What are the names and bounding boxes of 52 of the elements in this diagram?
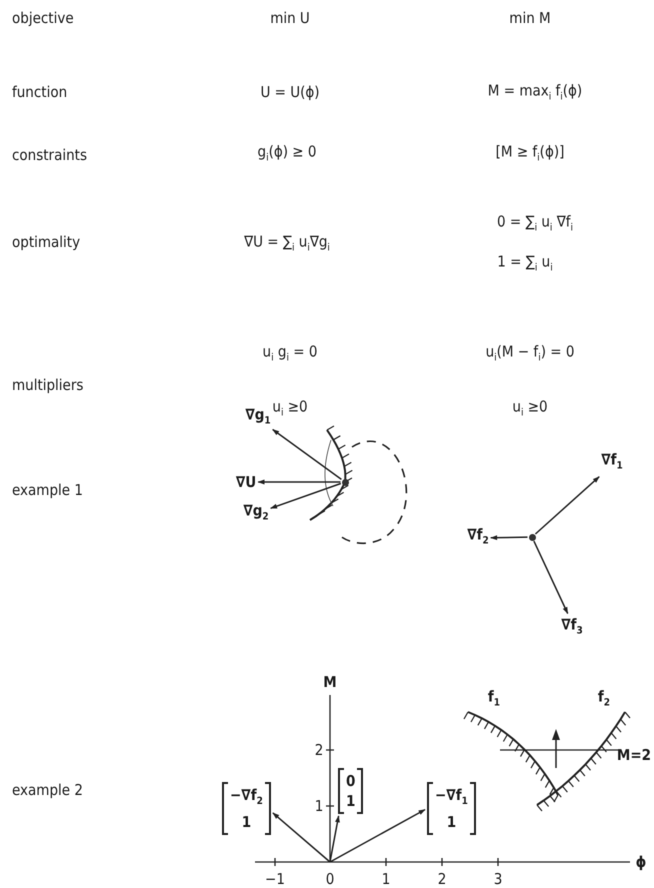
vector-label: ∇f$_{2}$ [467, 526, 489, 550]
row-heading: multipliers [12, 376, 84, 394]
formula: u$_{i}$ g$_{i}$ = 0 [262, 342, 318, 366]
formula: u$_{i}$(M − f$_{i}$) = 0 [486, 342, 574, 366]
tick-label: 1 [314, 797, 324, 815]
vector-matrix: −∇f$_{2}$ 1 [222, 782, 271, 835]
tick-label: 1 [382, 870, 390, 888]
curve-label: f$_{1}$ [488, 688, 500, 710]
vector-arrow [533, 540, 568, 614]
vector-matrix: −∇f$_{1}$ 1 [427, 782, 476, 835]
formula: u$_{i}$ ≥0 [272, 398, 308, 420]
row-heading: optimality [12, 233, 80, 251]
vector-label: ∇U [236, 473, 256, 491]
formula: ∇U = ∑$_{i}$ u$_{i}$∇g$_{i}$ [244, 232, 330, 256]
vector-label: ∇g$_{2}$ [243, 502, 269, 526]
formula: U = U(ϕ) [260, 83, 320, 101]
vector-label: ∇f$_{1}$ [601, 450, 623, 476]
vector-arrow [272, 812, 330, 863]
vector-label: ∇f$_{3}$ [561, 616, 583, 640]
vector-arrow [534, 476, 600, 535]
vertex-point [342, 478, 348, 486]
tick-label: 0 [326, 870, 334, 888]
vertex-point [528, 534, 536, 540]
vector-arrow [272, 428, 342, 480]
line-label: M=2 [616, 746, 652, 764]
axis-label: M [323, 673, 337, 691]
formula: 0 = ∑$_{i}$ u$_{i}$ ∇f$_{i}$ [497, 212, 573, 236]
row-heading: example 2 [12, 781, 83, 799]
formula: u$_{i}$ ≥0 [512, 398, 548, 420]
row-heading: function [12, 83, 68, 101]
curve-label: f$_{2}$ [598, 688, 610, 710]
tick-label: 2 [438, 870, 446, 888]
axis-label: ϕ [636, 853, 646, 871]
vector-arrow [329, 815, 340, 862]
row-heading: constraints [12, 146, 87, 164]
formula: 1 = ∑$_{i}$ u$_{i}$ [497, 252, 553, 276]
tick-label: 3 [494, 870, 502, 888]
vector-arrow [270, 482, 342, 509]
vector-arrow [490, 535, 528, 540]
vector-matrix: 0 1 [338, 768, 364, 814]
tick-label: 2 [314, 741, 324, 759]
vector-arrow [330, 808, 426, 863]
row-heading: example 1 [12, 481, 83, 499]
formula: M = max$_{i}$ f$_{i}$(ϕ) [488, 82, 582, 104]
formula: g$_{i}$(ϕ) ≥ 0 [258, 142, 316, 166]
row-heading: objective [12, 9, 74, 27]
tick-label: −1 [265, 870, 285, 888]
vector-arrow [258, 480, 340, 484]
formula: [M ≥ f$_{i}$(ϕ)] [496, 142, 564, 166]
vector-label: ∇g$_{1}$ [245, 406, 271, 430]
column-heading: min U [270, 9, 310, 27]
column-heading: min M [509, 9, 551, 27]
